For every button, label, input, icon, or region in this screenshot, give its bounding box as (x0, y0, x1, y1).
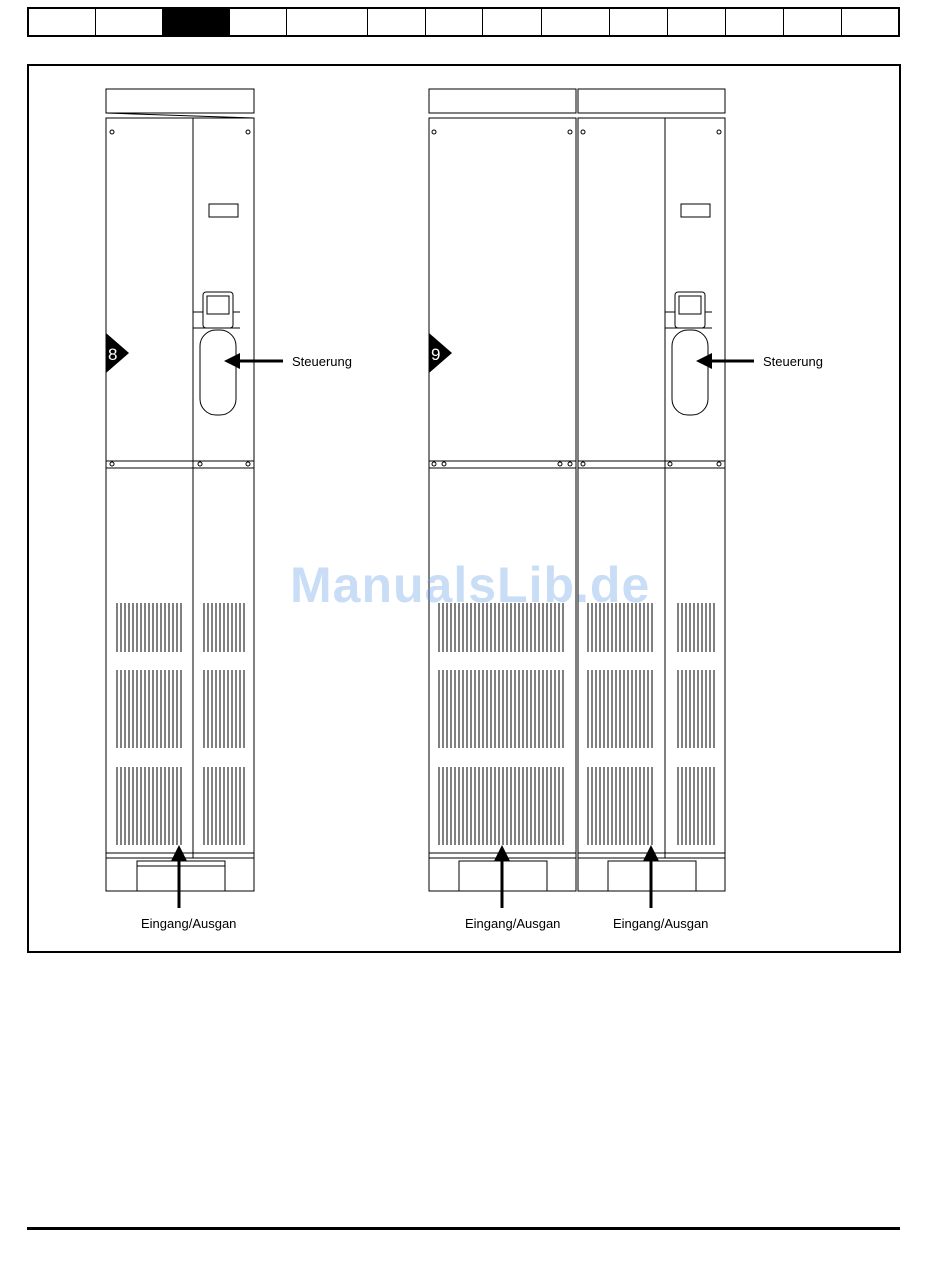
label-eingang-8: Eingang/Ausgan (141, 916, 236, 931)
size-badge-8: 8 (106, 333, 129, 373)
footer-rule (27, 1227, 900, 1230)
size-badge-9: 9 (429, 333, 452, 373)
label-eingang-9a: Eingang/Ausgan (465, 916, 560, 931)
svg-text:8: 8 (108, 345, 117, 364)
label-steuerung-8: Steuerung (292, 354, 352, 369)
watermark: ManualsLib.de (290, 556, 650, 614)
label-steuerung-9: Steuerung (763, 354, 823, 369)
label-eingang-9b: Eingang/Ausgan (613, 916, 708, 931)
cabinet-size-9 (429, 89, 725, 891)
ventilation-grilles (117, 603, 714, 845)
svg-text:9: 9 (431, 345, 440, 364)
